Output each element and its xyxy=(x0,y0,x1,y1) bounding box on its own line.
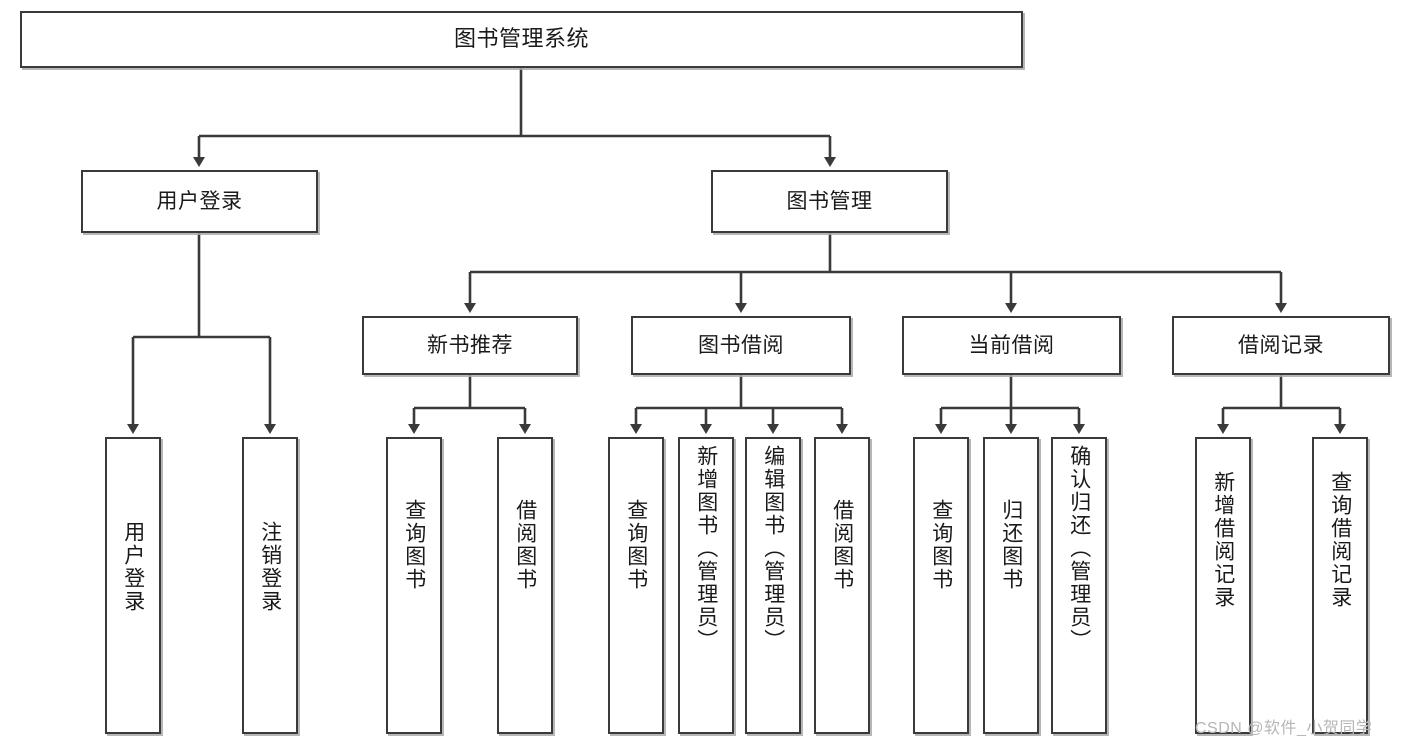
node-new-book-recommend[interactable]: 新书推荐 xyxy=(362,316,578,375)
node-root-system[interactable]: 图书管理系统 xyxy=(20,11,1023,68)
node-borrow-record[interactable]: 借阅记录 xyxy=(1172,316,1390,375)
leaf-new-book-query[interactable]: 查询图书 xyxy=(386,437,442,734)
node-label: 确认归还（管理员） xyxy=(1067,445,1091,652)
leaf-book-borrow-add[interactable]: 新增图书（管理员） xyxy=(678,437,734,734)
node-label: 归还图书 xyxy=(999,499,1023,591)
node-label: 查询图书 xyxy=(402,499,426,591)
node-label: 借阅记录 xyxy=(1238,333,1324,357)
node-current-borrow[interactable]: 当前借阅 xyxy=(902,316,1121,375)
leaf-borrow-record-query[interactable]: 查询借阅记录 xyxy=(1312,437,1368,734)
node-label: 借阅图书 xyxy=(513,499,537,591)
leaf-new-book-borrow[interactable]: 借阅图书 xyxy=(497,437,553,734)
node-label: 查询图书 xyxy=(624,499,648,591)
node-book-management[interactable]: 图书管理 xyxy=(711,170,948,233)
leaf-user-login-signin[interactable]: 用户登录 xyxy=(105,437,161,734)
node-label: 新增图书（管理员） xyxy=(694,445,718,652)
node-label: 查询借阅记录 xyxy=(1328,471,1352,609)
node-label: 新书推荐 xyxy=(427,333,513,357)
leaf-current-borrow-confirm[interactable]: 确认归还（管理员） xyxy=(1051,437,1107,734)
leaf-book-borrow-edit[interactable]: 编辑图书（管理员） xyxy=(745,437,801,734)
node-label: 用户登录 xyxy=(156,189,243,213)
leaf-current-borrow-return[interactable]: 归还图书 xyxy=(983,437,1039,734)
node-label: 编辑图书（管理员） xyxy=(761,445,785,652)
leaf-current-borrow-query[interactable]: 查询图书 xyxy=(913,437,969,734)
node-book-borrow[interactable]: 图书借阅 xyxy=(631,316,851,375)
node-label: 注销登录 xyxy=(258,521,282,613)
leaf-book-borrow-lend[interactable]: 借阅图书 xyxy=(814,437,870,734)
node-label: 查询图书 xyxy=(929,499,953,591)
leaf-user-login-signout[interactable]: 注销登录 xyxy=(242,437,298,734)
node-label: 当前借阅 xyxy=(968,333,1055,357)
node-label: 图书管理系统 xyxy=(453,26,589,52)
leaf-borrow-record-add[interactable]: 新增借阅记录 xyxy=(1195,437,1251,734)
node-label: 借阅图书 xyxy=(830,499,854,591)
node-label: 图书管理 xyxy=(786,189,873,213)
node-user-login[interactable]: 用户登录 xyxy=(81,170,318,233)
node-label: 新增借阅记录 xyxy=(1211,471,1235,609)
leaf-book-borrow-query[interactable]: 查询图书 xyxy=(608,437,664,734)
node-label: 用户登录 xyxy=(121,521,145,613)
node-label: 图书借阅 xyxy=(698,333,784,357)
